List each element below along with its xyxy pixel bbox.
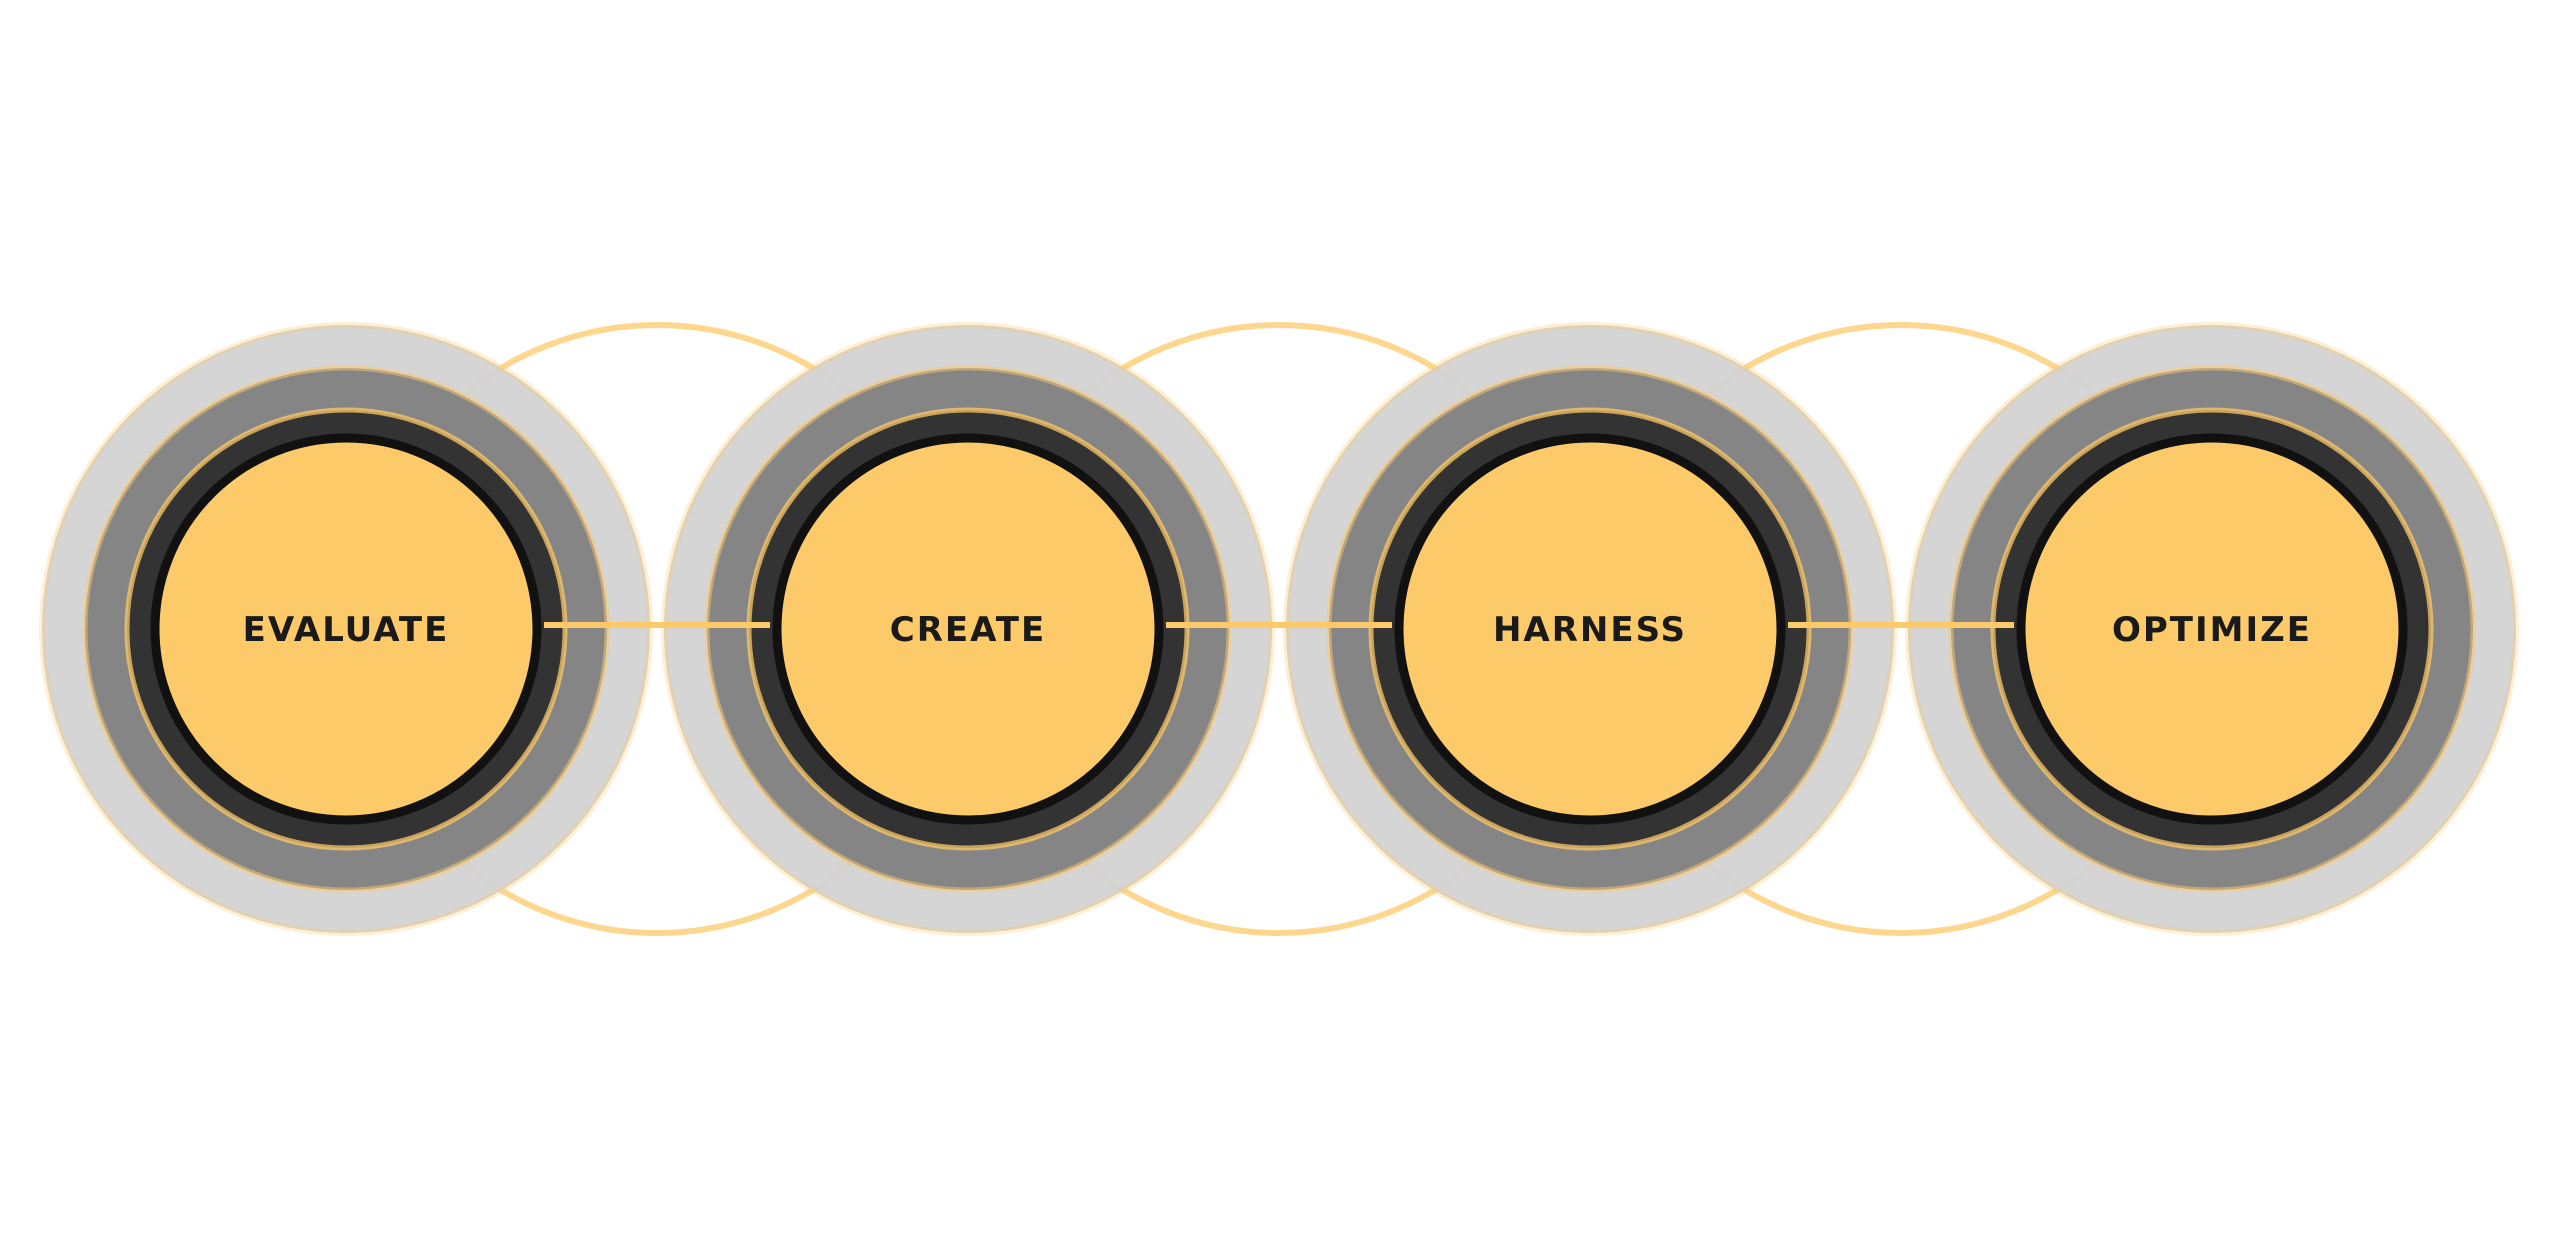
step-node-optimize xyxy=(1905,322,2519,936)
step-label: HARNESS xyxy=(1493,610,1687,650)
core-circle xyxy=(2016,433,2408,825)
step-node-harness xyxy=(1283,322,1897,936)
core-circle xyxy=(150,433,542,825)
step-label: OPTIMIZE xyxy=(2112,610,2312,650)
core-circle xyxy=(772,433,1164,825)
step-label: CREATE xyxy=(890,610,1046,650)
step-node-create xyxy=(661,322,1275,936)
step-node-evaluate xyxy=(39,322,653,936)
step-label: EVALUATE xyxy=(243,610,450,650)
core-circle xyxy=(1394,433,1786,825)
